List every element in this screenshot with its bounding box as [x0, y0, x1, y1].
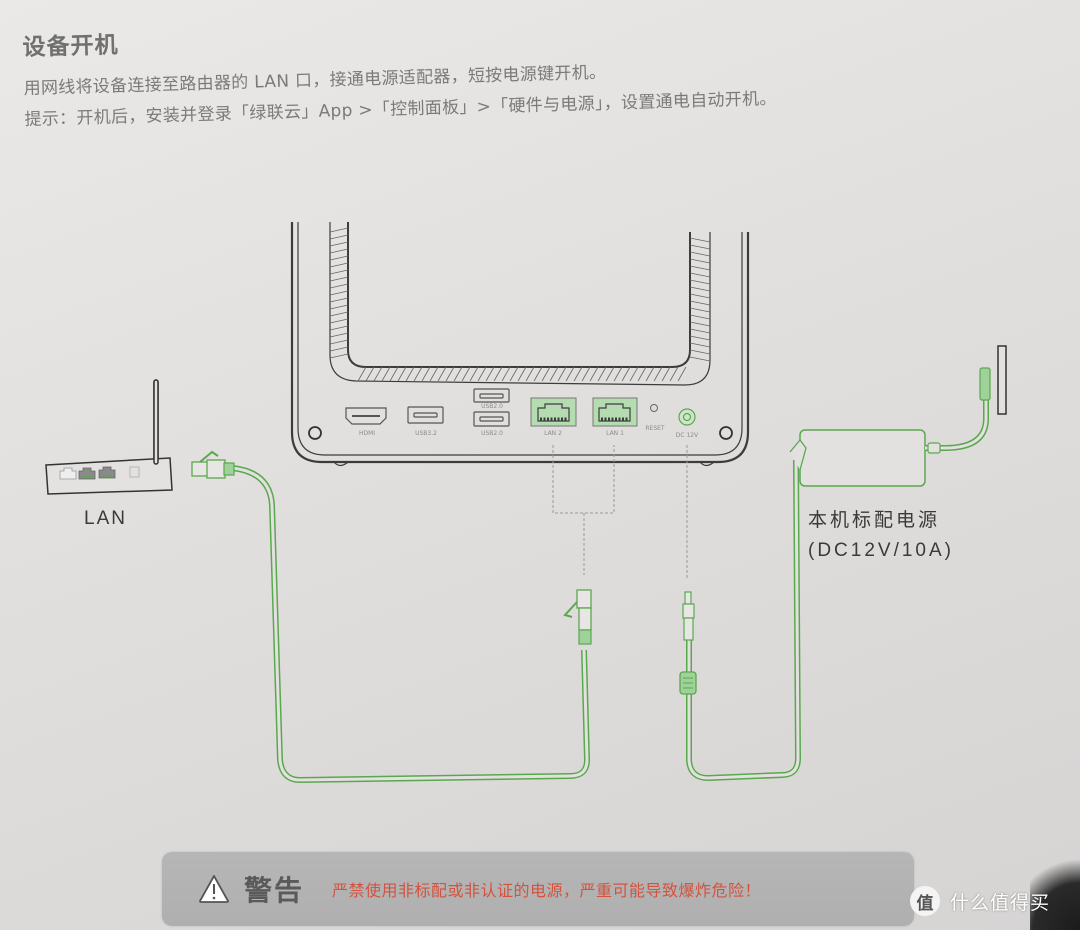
router-icon [45, 379, 173, 495]
warning-text: 严禁使用非标配或非认证的电源，严重可能导致爆炸危险！ [332, 881, 762, 900]
router-lan-label: LAN [84, 508, 127, 529]
port-lan1 [592, 397, 638, 427]
port-usb20-top [473, 388, 510, 403]
power-adapter-name: 本机标配电源 [808, 510, 941, 531]
warning-triangle-icon [199, 875, 229, 903]
photo-dark-corner [1030, 850, 1080, 930]
ethernet-cable [191, 450, 592, 783]
screw-right [719, 426, 733, 440]
screw-left [308, 426, 322, 440]
port-label-hdmi: HDMI [358, 430, 376, 437]
watermark-text: 什么值得买 [950, 891, 1051, 914]
port-usb32 [407, 406, 444, 424]
power-adapter-spec: (DC12V/10A) [808, 540, 954, 561]
warning-banner: 警告 严禁使用非标配或非认证的电源，严重可能导致爆炸危险！ [162, 852, 914, 926]
port-label-usb20-bottom: USB2.0 [481, 430, 503, 437]
port-label-reset: RESET [645, 425, 665, 432]
warning-title: 警告 [244, 874, 305, 907]
wall-outlet [997, 345, 1007, 415]
port-hdmi [345, 407, 387, 425]
port-dc-12v [678, 408, 696, 426]
reset-button [650, 404, 658, 412]
nas-device [290, 222, 750, 467]
handle-hatching [329, 227, 711, 382]
port-label-lan2: LAN 2 [544, 430, 562, 437]
port-label-usb32: USB3.2 [415, 430, 437, 437]
watermark: 值 什么值得买 [910, 886, 1050, 916]
port-usb20-bottom [473, 411, 510, 427]
port-lan2 [530, 397, 577, 427]
power-adapter-label: 本机标配电源 (DC12V/10A) [808, 506, 954, 566]
port-label-dc: DC 12V [675, 432, 699, 439]
power-cable [679, 367, 991, 782]
watermark-logo-icon: 值 [910, 886, 940, 916]
guide-lines [552, 445, 688, 578]
port-label-lan1: LAN 1 [606, 430, 624, 437]
port-label-usb20-top: USB2.0 [481, 403, 503, 410]
